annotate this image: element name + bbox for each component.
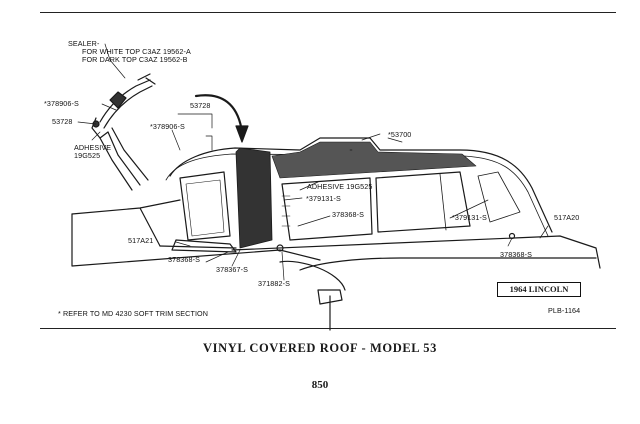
callout-379131-mid: *379131-S <box>306 194 341 203</box>
callout-378368-left: 378368-S <box>168 255 200 264</box>
leader-lines <box>77 43 549 281</box>
model-year-badge: 1964 LINCOLN <box>497 282 581 297</box>
callout-378367: 378367-S <box>216 265 248 274</box>
callout-53700: *53700 <box>388 130 412 139</box>
adhesive-left-line1: ADHESIVE <box>74 143 112 152</box>
inset-detail <box>91 73 156 191</box>
callout-378368-right: 378368-S <box>500 250 532 259</box>
adhesive-left-line2: 19G525 <box>74 151 101 160</box>
callout-378906-left: *378906-S <box>44 99 79 108</box>
top-rule <box>40 12 616 13</box>
callout-517A20: 517A20 <box>554 213 580 222</box>
footnote: * REFER TO MD 4230 SOFT TRIM SECTION <box>58 309 209 318</box>
callout-378906-mid: *378906-S <box>150 122 185 131</box>
car-body <box>71 137 601 331</box>
caption-rule <box>40 328 616 329</box>
sealer-dark-top: FOR DARK TOP C3AZ 19562-B <box>82 55 188 64</box>
callout-53728-top: 53728 <box>190 101 211 110</box>
sealer-title: SEALER- <box>68 39 100 48</box>
callout-378368-mid: 378368-S <box>332 210 364 219</box>
callout-379131-right: *379131-S <box>452 213 487 222</box>
callout-517A21: 517A21 <box>128 236 154 245</box>
sealer-white-top: FOR WHITE TOP C3AZ 19562-A <box>82 47 191 56</box>
adhesive-mid: ADHESIVE 19G525 <box>307 182 373 191</box>
callout-53728-left: 53728 <box>52 117 73 126</box>
page-number: 850 <box>311 379 329 391</box>
plate-number: PLB-1164 <box>548 306 581 315</box>
figure-caption: VINYL COVERED ROOF - MODEL 53 <box>203 341 437 355</box>
callout-371882: 371882-S <box>258 279 290 288</box>
